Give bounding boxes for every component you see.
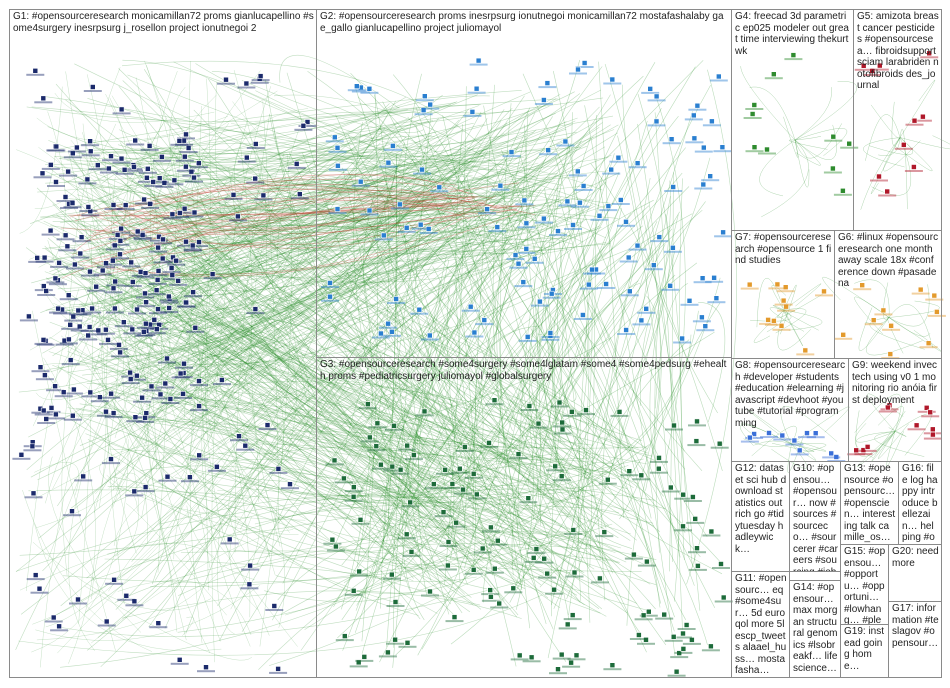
group-panel-g9: G9: weekend invectech using v0 1 monitor… xyxy=(848,358,942,462)
group-panel-g19: G19: instead going home… xyxy=(840,624,889,678)
group-label-g6: G6: #linux #opensourceresearch one month… xyxy=(838,232,939,290)
group-panel-g6: G6: #linux #opensourceresearch one month… xyxy=(834,230,942,359)
group-label-g10: G10: #opensou… #opensour… now #sources #… xyxy=(793,463,838,572)
group-label-g15: G15: #opensou… #opportu… #opportuni… #lo… xyxy=(844,546,886,625)
group-label-g5: G5: amizota breast cancer pesticides #op… xyxy=(857,11,939,92)
group-label-g20: G20: need more xyxy=(892,546,939,569)
group-panel-g12: G12: dataset sci hub download statistics… xyxy=(731,461,790,572)
group-panel-g4: G4: freecad 3d parametric ep025 modeler … xyxy=(731,9,854,231)
group-label-g1: G1: #opensourceresearch monicamillan72 p… xyxy=(13,11,314,34)
group-panel-g1: G1: #opensourceresearch monicamillan72 p… xyxy=(9,9,317,678)
group-label-g19: G19: instead going home… xyxy=(844,626,886,672)
group-panel-g2: G2: #opensourceresearch proms inesrpsurg… xyxy=(316,9,732,358)
group-label-g13: G13: #opensource #opensourc… #openscien…… xyxy=(844,463,896,544)
group-label-g2: G2: #opensourceresearch proms inesrpsurg… xyxy=(320,11,729,34)
group-label-g8: G8: #opensourceresearch #developer #stud… xyxy=(735,360,846,429)
group-panel-g11: G11: #opensourc… eq #some4sur… 5d euroqo… xyxy=(731,571,790,678)
group-label-g9: G9: weekend invectech using v0 1 monitor… xyxy=(852,360,939,406)
group-panel-g7: G7: #opensourceresearch #opensource 1 fi… xyxy=(731,230,835,359)
group-label-g3: G3: #opensourceresearch #some4surgery #s… xyxy=(320,359,729,382)
group-label-g4: G4: freecad 3d parametric ep025 modeler … xyxy=(735,11,851,57)
group-panel-g17: G17: information #teslagov #opensour… xyxy=(888,601,942,678)
group-panel-g13: G13: #opensource #opensourc… #openscien…… xyxy=(840,461,899,545)
group-label-g14: G14: #opensour… max morgan structural ge… xyxy=(793,582,838,674)
group-panel-g16: G16: file log happy introduce bellezain…… xyxy=(898,461,942,545)
group-panel-g15: G15: #opensou… #opportu… #opportuni… #lo… xyxy=(840,544,889,625)
group-panel-g20: G20: need more xyxy=(888,544,942,602)
group-label-g12: G12: dataset sci hub download statistics… xyxy=(735,463,787,555)
group-panel-g14: G14: #opensour… max morgan structural ge… xyxy=(789,580,841,678)
group-panel-g10: G10: #opensou… #opensour… now #sources #… xyxy=(789,461,841,572)
group-panel-g3: G3: #opensourceresearch #some4surgery #s… xyxy=(316,357,732,678)
group-label-g16: G16: file log happy introduce bellezain…… xyxy=(902,463,939,545)
group-panel-g8: G8: #opensourceresearch #developer #stud… xyxy=(731,358,849,462)
group-label-g17: G17: information #teslagov #opensour… xyxy=(892,603,939,649)
group-label-g7: G7: #opensourceresearch #opensource 1 fi… xyxy=(735,232,832,267)
group-label-g11: G11: #opensourc… eq #some4sur… 5d euroqo… xyxy=(735,573,787,677)
group-panel-g5: G5: amizota breast cancer pesticides #op… xyxy=(853,9,942,231)
